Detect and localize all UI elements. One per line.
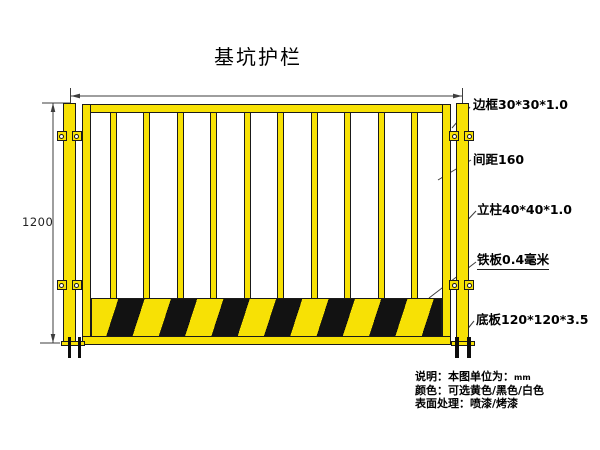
fence-bar: [310, 112, 318, 299]
note-color: 颜色：可选黄色/黑色/白色: [415, 383, 545, 397]
annotation-post: 立柱40*40*1.0: [477, 202, 573, 217]
fence-bar: [143, 112, 150, 299]
fence-bar: [243, 112, 251, 299]
fence-bar: [344, 112, 351, 299]
frame-bottom-rail: [82, 336, 451, 345]
notes-block: 说明：本图单位为：mm 颜色：可选黄色/黑色/白色 表面处理：喷漆/烤漆: [415, 370, 545, 410]
mounting-plate: [56, 280, 67, 290]
annotation-plate: 铁板0.4毫米: [477, 249, 550, 270]
anchor-bolt: [455, 337, 459, 358]
fence-bar: [277, 112, 284, 299]
mounting-plate: [56, 131, 67, 141]
anchor-bolt: [467, 337, 471, 358]
mounting-plate: [71, 131, 82, 141]
page-title: 基坑护栏: [214, 45, 302, 69]
fence-bar: [411, 112, 418, 299]
mounting-plate: [464, 131, 474, 141]
note-unit-prefix: 说明：本图单位为：: [415, 370, 514, 383]
anchor-bolt: [67, 337, 71, 358]
fence-bar: [109, 112, 117, 299]
mounting-plate: [449, 131, 459, 141]
note-surface: 表面处理：喷漆/烤漆: [415, 396, 519, 410]
height-dimension-label: 1200: [22, 215, 54, 229]
frame-top-rail: [82, 104, 451, 113]
arrowhead-down: [50, 334, 56, 343]
mounting-plate: [449, 280, 459, 290]
fence-bar: [377, 112, 385, 299]
note-unit: 说明：本图单位为：mm: [415, 370, 544, 385]
arrowhead-up: [50, 103, 56, 112]
fence-bar: [210, 112, 217, 299]
note-unit-value: mm: [514, 373, 531, 382]
mounting-plate: [464, 280, 474, 290]
warning-stripe-plate: [91, 298, 442, 337]
anchor-bolt: [77, 337, 81, 358]
base-plate: [61, 341, 85, 346]
arrowhead-right: [453, 93, 462, 99]
annotation-frame: 边框30*30*1.0: [473, 97, 569, 112]
annotation-spacing: 间距160: [473, 152, 525, 167]
arrowhead-left: [71, 93, 80, 99]
frame-left-rail: [82, 104, 91, 345]
annotation-base: 底板120*120*3.5: [476, 312, 589, 327]
base-plate: [451, 341, 475, 346]
mounting-plate: [71, 280, 82, 290]
fence-bar: [176, 112, 184, 299]
